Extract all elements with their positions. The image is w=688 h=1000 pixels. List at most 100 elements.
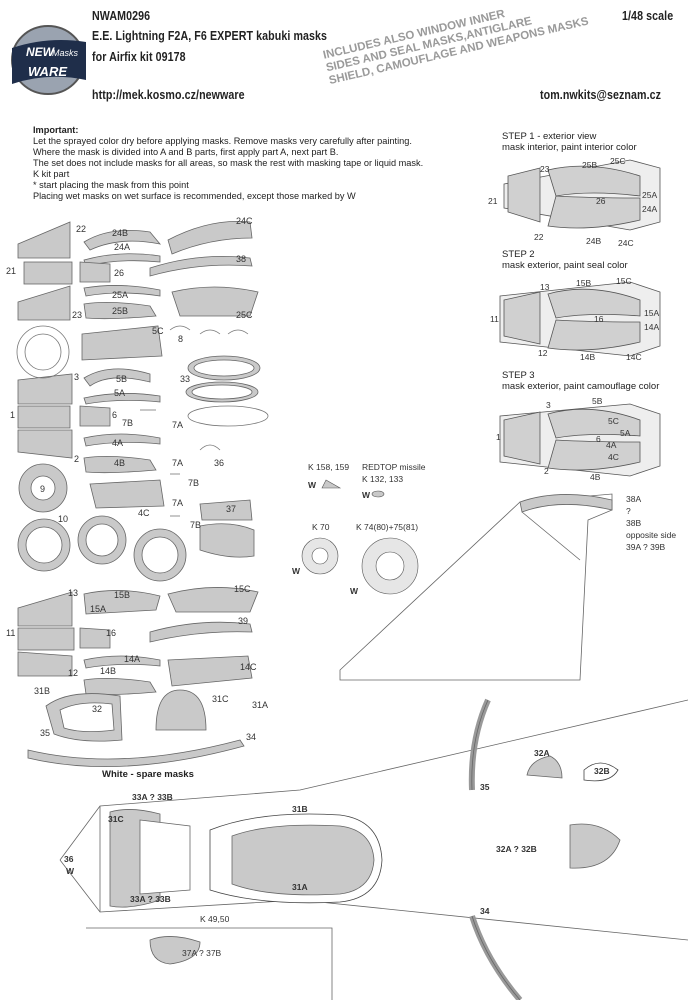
mask-2: [17, 429, 73, 459]
mask-24c: [167, 221, 253, 255]
s2-label-11: 11: [490, 314, 499, 324]
fus-label-33: 33A ? 33B: [132, 792, 173, 802]
label-25a: 25A: [112, 290, 128, 300]
mask-3: [17, 373, 73, 405]
label-4b: 4B: [114, 458, 125, 468]
note-line: * start placing the mask from this point: [33, 180, 189, 190]
step-title: STEP 2: [502, 249, 535, 260]
mask-39: [149, 621, 253, 643]
s3-label-5b: 5B: [592, 396, 603, 406]
label-2: 2: [74, 454, 79, 464]
mask-37: [199, 499, 253, 521]
s2-label-13: 13: [540, 282, 550, 292]
label-7a-2: 7A: [172, 458, 183, 468]
mask-33b-inner: [191, 384, 253, 400]
label-3: 3: [74, 372, 79, 382]
s1-label-23: 23: [540, 164, 550, 174]
label-6: 6: [112, 410, 117, 420]
s1-label-22: 22: [534, 232, 544, 242]
step-title: STEP 1 - exterior view: [502, 131, 597, 142]
mask-25a: [83, 285, 161, 297]
label-25c: 25C: [236, 310, 253, 320]
label-24b: 24B: [112, 228, 128, 238]
mask-37b: [199, 523, 255, 558]
s2-label-14b: 14B: [580, 352, 595, 362]
label-4c: 4C: [138, 508, 150, 518]
step-sub: mask exterior, paint seal color: [502, 260, 628, 271]
mask-ring-2-hole: [85, 523, 119, 557]
label-7a-3: 7A: [172, 498, 183, 508]
fus-label-32b: 32B: [594, 766, 610, 776]
note-line: Let the sprayed color dry before applyin…: [33, 136, 412, 146]
mask-1: [17, 405, 71, 429]
kit-ref-redtop: REDTOP missile: [362, 462, 426, 472]
spare-c-36: [199, 444, 221, 451]
label-25b: 25B: [112, 306, 128, 316]
important-title: Important:: [33, 125, 79, 135]
fus-label-35: 35: [480, 782, 490, 792]
mask-26: [79, 261, 111, 283]
mask-16: [79, 627, 111, 649]
step-1-caption: STEP 1 - exterior view mask interior, pa…: [502, 131, 637, 153]
s2-label-15a: 15A: [644, 308, 659, 318]
label-8: 8: [178, 334, 183, 344]
label-31c: 31C: [212, 694, 229, 704]
spare-circle-outer: [16, 325, 70, 379]
label-4a: 4A: [112, 438, 123, 448]
mask-13: [17, 591, 73, 627]
fus-label-31b: 31B: [292, 804, 308, 814]
label-12: 12: [68, 668, 78, 678]
mask-25c: [171, 286, 259, 317]
label-11: 11: [6, 628, 15, 638]
label-22: 22: [76, 224, 86, 234]
label-15a: 15A: [90, 604, 106, 614]
newware-logo: NEW Masks WARE: [4, 18, 88, 98]
fin-label-38a: 38A: [626, 494, 641, 504]
label-23: 23: [72, 310, 82, 320]
product-title: E.E. Lightning F2A, F6 EXPERT kabuki mas…: [92, 28, 328, 43]
step-1-diagram: [503, 159, 661, 231]
fuselage-plan: [59, 698, 688, 1000]
note-line: The set does not include masks for all a…: [33, 158, 424, 168]
website-url[interactable]: http://mek.kosmo.cz/newware: [92, 87, 245, 102]
product-code: NWAM0296: [92, 8, 151, 23]
label-39: 39: [238, 616, 248, 626]
wet-marker: W: [308, 480, 317, 490]
note-line: Placing wet masks on wet surface is reco…: [33, 191, 356, 201]
label-10: 10: [58, 514, 68, 524]
label-7a: 7A: [172, 420, 183, 430]
kit-ref-74: K 74(80)+75(81): [356, 522, 418, 532]
important-notes: Important: Let the sprayed color dry bef…: [33, 125, 423, 202]
note-line: K kit part: [33, 169, 70, 179]
s1-label-26: 26: [596, 196, 606, 206]
mask-31c: [155, 689, 207, 731]
mask-15b: [83, 590, 161, 615]
label-5c: 5C: [152, 326, 164, 336]
spare-c: [199, 329, 221, 335]
s1-label-24b: 24B: [586, 236, 601, 246]
step-3-diagram: [499, 403, 661, 477]
label-24a: 24A: [114, 242, 130, 252]
mask-33-inner: [193, 359, 255, 377]
mask-11: [17, 627, 75, 651]
s3-label-4b: 4B: [590, 472, 601, 482]
label-33: 33: [180, 374, 190, 384]
s3-label-1: 1: [496, 432, 501, 442]
fin-label-q: ?: [626, 506, 631, 516]
s2-label-12: 12: [538, 348, 548, 358]
s1-label-24a: 24A: [642, 204, 657, 214]
spare-circle-inner: [24, 333, 62, 371]
label-31b: 31B: [34, 686, 50, 696]
spare-ellipse: [187, 405, 269, 427]
label-1: 1: [10, 410, 15, 420]
mask-14a: [83, 655, 161, 669]
label-37: 37: [226, 504, 236, 514]
logo-text-ware: WARE: [28, 64, 67, 79]
s3-label-4a: 4A: [606, 440, 617, 450]
contact-email[interactable]: tom.nwkits@seznam.cz: [540, 87, 662, 102]
s1-label-25c: 25C: [610, 156, 626, 166]
k74-hub: [375, 551, 405, 581]
mask-4b: [83, 456, 157, 474]
label-14a: 14A: [124, 654, 140, 664]
label-36: 36: [214, 458, 224, 468]
